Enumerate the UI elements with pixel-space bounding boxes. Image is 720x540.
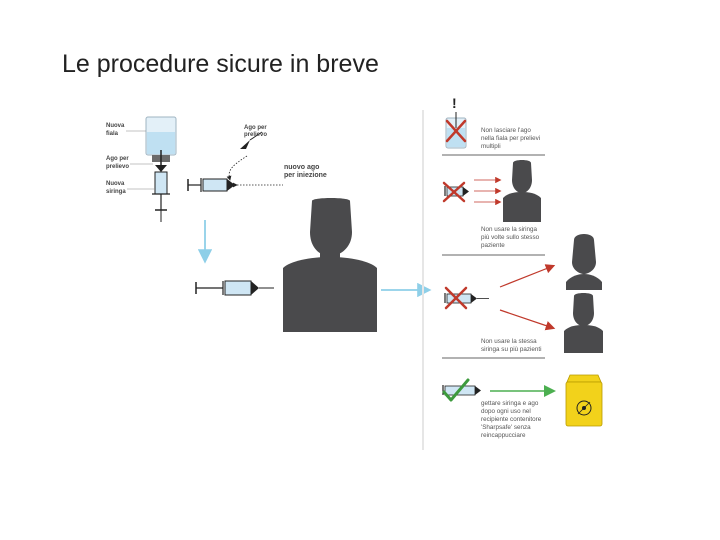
cross-icon <box>444 286 468 310</box>
vial-icon <box>145 116 177 162</box>
cross-icon <box>445 119 467 143</box>
patient-silhouette-icon <box>503 160 541 222</box>
drawing-syringe-icon <box>152 150 170 222</box>
check-icon <box>442 378 470 402</box>
slide-title: Le procedure sicure in breve <box>62 50 379 78</box>
patient-silhouette-icon <box>283 198 377 332</box>
small-syringe-icon <box>444 293 489 304</box>
horizontal-syringe-icon <box>187 178 235 192</box>
cross-icon <box>442 181 466 203</box>
warning-mark: ! <box>452 95 457 111</box>
patient-silhouette-icon <box>564 293 603 353</box>
sharps-container-icon <box>565 374 603 427</box>
detached-needle-icon <box>240 131 263 149</box>
patient-silhouette-icon <box>566 234 602 290</box>
ready-syringe-icon <box>195 280 274 296</box>
